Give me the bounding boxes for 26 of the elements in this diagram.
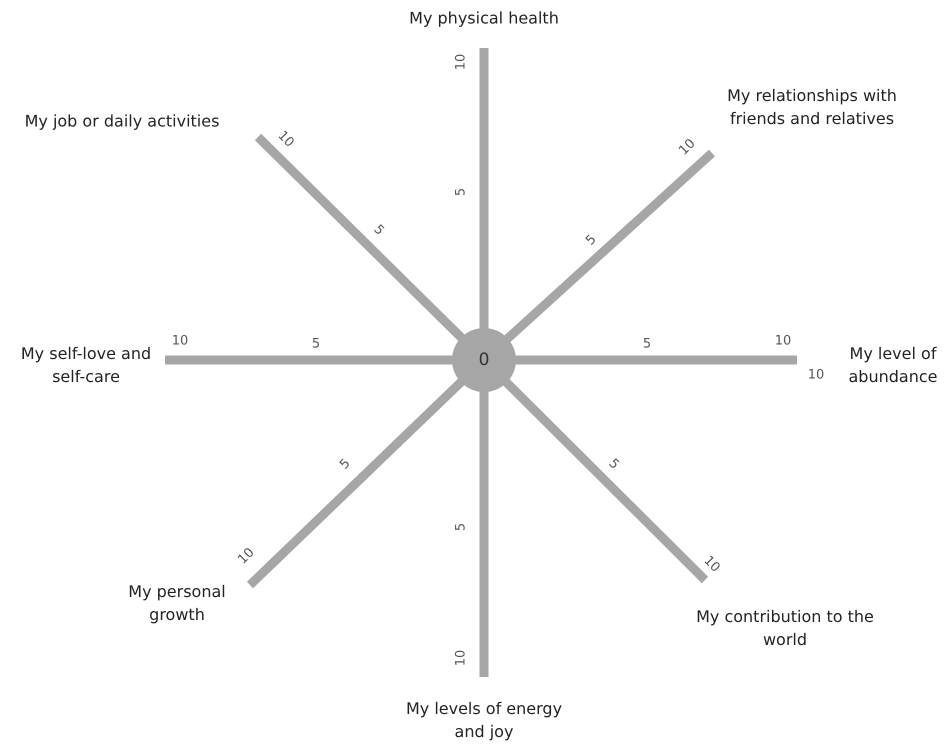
axis-label: My physical health [408, 7, 560, 30]
tick-label: 10 [452, 650, 470, 666]
tick-label: 5 [452, 522, 470, 532]
center-circle: 0 [452, 328, 516, 392]
axis-label: My levels of energy and joy [404, 698, 564, 743]
axis-label: My contribution to the world [695, 606, 875, 651]
tick-label: 10 [700, 552, 724, 578]
tick-label: 10 [172, 332, 188, 351]
tick-label: 10 [234, 544, 258, 570]
axis-label: My job or daily activities [24, 110, 220, 132]
tick-label: 5 [312, 336, 320, 354]
axis-label: My personal growth [127, 580, 227, 626]
tick-label: 10 [774, 332, 792, 351]
tick-label: 10 [452, 54, 470, 70]
tick-label: 10 [676, 136, 700, 160]
tick-label: 5 [582, 231, 601, 251]
tick-label: 10 [274, 128, 298, 152]
tick-label: 5 [336, 455, 355, 475]
axis-label: My relationships with friends and relatives [726, 84, 898, 130]
tick-label: 5 [452, 188, 470, 196]
axis-label: My self-love and self-care [20, 342, 152, 388]
axis-label: My level of abundance [848, 342, 938, 388]
tick-label: 5 [604, 455, 623, 475]
tick-label: 5 [369, 221, 388, 241]
tick-label: 10 [808, 366, 824, 385]
tick-label: 5 [642, 336, 652, 354]
